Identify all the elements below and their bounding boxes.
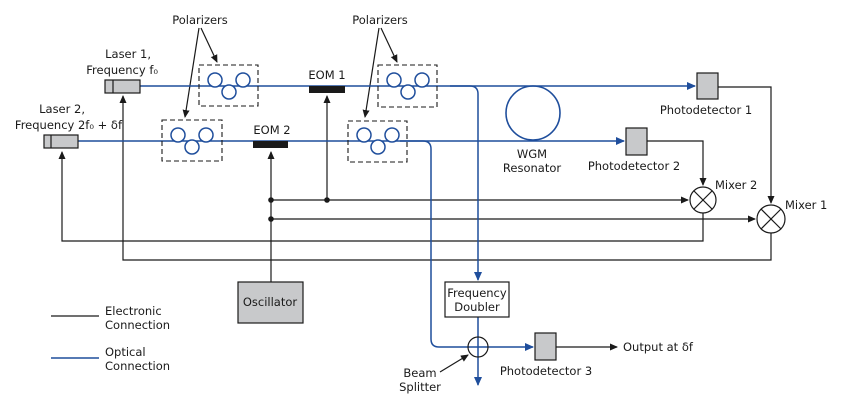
photodetector1-box [696, 72, 719, 100]
output-label: Output at δf [623, 340, 694, 354]
laser2-label: Laser 2, [39, 102, 85, 116]
laser1-frequency-label: Frequency f₀ [86, 63, 158, 77]
fiber-loop-icon [414, 72, 430, 88]
photodetector1-label: Photodetector 1 [660, 103, 752, 117]
polarizer-pointer-arrow [380, 27, 398, 63]
legend: Electronic Connection Optical Connection [51, 304, 170, 373]
pd2-to-mixer2-wire [647, 140, 707, 186]
beam-splitter-pointer-arrow [439, 354, 469, 373]
labels: Polarizers Polarizers Laser 1, Frequency… [15, 13, 827, 394]
fiber-loop-icon [184, 139, 200, 155]
mixer1-to-laser1-feedback [119, 95, 772, 261]
fiber-loop-icon [198, 127, 214, 143]
frequency-doubler-label: Frequency [447, 286, 507, 300]
photodetector3-box [534, 332, 557, 361]
electronic-connections [58, 27, 775, 373]
polarizer-pointer-arrow [182, 27, 200, 118]
legend-optical-label-2: Connection [105, 359, 170, 373]
laser1-label: Laser 1, [105, 47, 151, 61]
wgm-label: WGM [517, 147, 547, 161]
eom2-label: EOM 2 [253, 123, 290, 137]
mixer2-to-laser2-feedback [58, 151, 704, 242]
mixer-1 [756, 204, 786, 234]
mixer2-label: Mixer 2 [715, 178, 757, 192]
fiber-loop-icon [235, 72, 251, 88]
fiber-loop-icon [386, 72, 402, 88]
pd1-to-mixer1-wire [718, 86, 775, 204]
junction-dot [324, 197, 330, 203]
junction-dot [268, 216, 274, 222]
fiber-loop-icon [400, 84, 416, 100]
eom2-bar [253, 141, 288, 148]
wgm-resonator-label: Resonator [503, 161, 561, 175]
polarizer-4 [347, 120, 408, 163]
beam-splitter-circle [467, 336, 489, 358]
mixer1-label: Mixer 1 [785, 198, 827, 212]
oscillator-label: Oscillator [243, 295, 298, 309]
polarizers-label-right: Polarizers [352, 13, 408, 27]
photodetector3-label: Photodetector 3 [500, 364, 592, 378]
laser1-branch-to-doubler [450, 85, 482, 281]
laser2-body [43, 134, 79, 149]
beam-splitter-label: Beam [403, 366, 436, 380]
fiber-loop-icon [384, 127, 400, 143]
polarizer-2 [161, 119, 223, 162]
polarizers-label-left: Polarizers [172, 13, 228, 27]
laser2-frequency-label: Frequency 2f₀ + δf [15, 118, 123, 132]
frequency-doubler-box [444, 281, 510, 318]
legend-electronic-label-2: Connection [105, 318, 170, 332]
fiber-loop-icon [221, 84, 237, 100]
laser2-branch-to-splitter [400, 140, 534, 351]
eom1-bar [309, 86, 345, 93]
laser1-body [104, 79, 141, 94]
legend-optical-label: Optical [105, 345, 146, 359]
polarizer-1 [198, 64, 259, 107]
eom1-label: EOM 1 [308, 68, 345, 82]
fiber-loop-icon [170, 127, 186, 143]
oscillator-box [237, 281, 304, 324]
polarizer-3 [377, 64, 438, 108]
polarizer-pointer-arrow [362, 27, 380, 118]
wgm-resonator-ring [505, 85, 561, 141]
beam-splitter-label-2: Splitter [399, 380, 441, 394]
fiber-loop-icon [356, 127, 372, 143]
junction-dot [268, 197, 274, 203]
photodetector2-label: Photodetector 2 [588, 159, 680, 173]
laser-1 [104, 79, 141, 94]
photodetector2-box [625, 127, 648, 156]
polarizer-pointer-arrow [200, 27, 218, 63]
frequency-doubler-label-2: Doubler [454, 300, 500, 314]
laser-2 [43, 134, 79, 149]
legend-electronic-label: Electronic [105, 304, 162, 318]
fiber-loop-icon [207, 72, 223, 88]
mixer-2 [689, 186, 717, 214]
fiber-loop-icon [370, 139, 386, 155]
